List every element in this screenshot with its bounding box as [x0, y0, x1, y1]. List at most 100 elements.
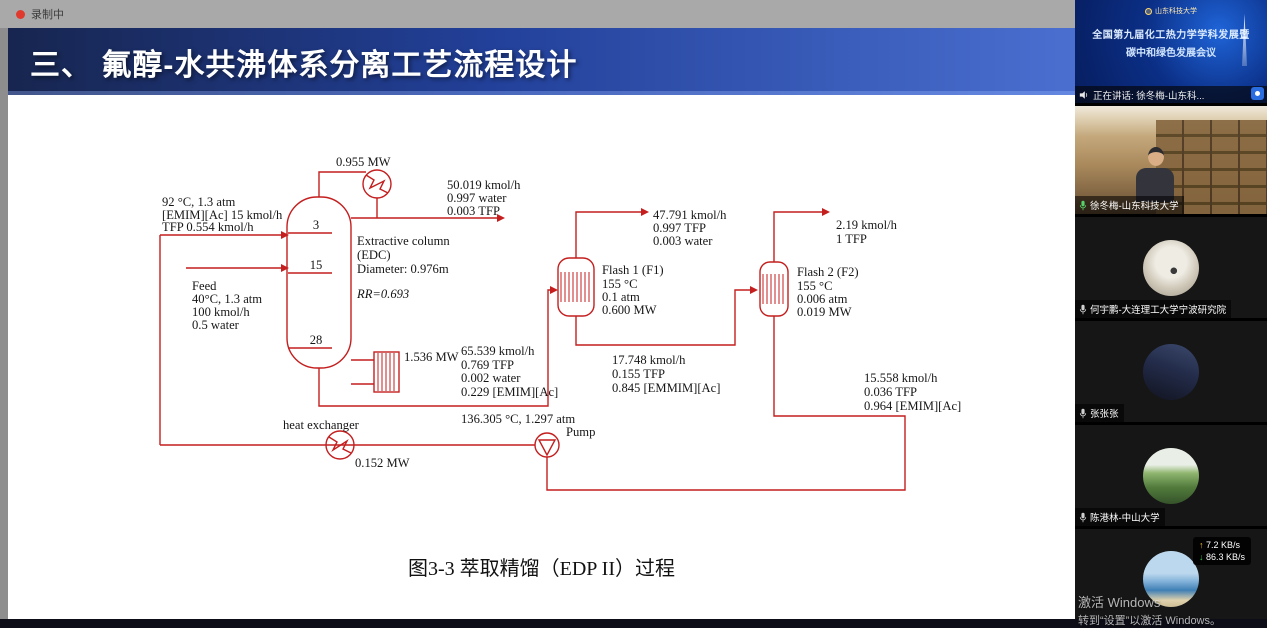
mic-icon: [1079, 512, 1087, 522]
avatar: [1143, 447, 1199, 504]
recording-bar: 录制中: [0, 0, 1075, 28]
signal-icon[interactable]: [1251, 87, 1264, 100]
lbl-heat-exchanger: heat exchanger: [283, 418, 360, 432]
pump-icon: [534, 432, 560, 458]
lbl-flash1-title: Flash 1 (F1): [602, 263, 664, 277]
figure-caption: 图3-3 萃取精馏（EDP II）过程: [407, 558, 676, 580]
speaker-face: [1147, 147, 1164, 167]
participant-video-tile[interactable]: ↑ 7.2 KB/s ↓ 86.3 KB/s: [1075, 529, 1267, 628]
avatar: [1143, 343, 1199, 400]
participant-name: 徐冬梅-山东科技大学: [1090, 201, 1179, 212]
participant-name-tag: 张张张: [1075, 404, 1124, 422]
lbl-stage-28: 28: [310, 333, 323, 347]
lbl-solvent-3: TFP 0.554 kmol/h: [162, 220, 254, 234]
lbl-flash1-top-3: 0.003 water: [653, 234, 713, 248]
banner-title-line2: 碳中和绿色发展会议: [1126, 48, 1216, 59]
network-up: ↑ 7.2 KB/s: [1199, 539, 1245, 551]
network-down: ↓ 86.3 KB/s: [1199, 551, 1245, 563]
lbl-flash2-pres: 0.006 atm: [797, 292, 848, 306]
download-arrow-icon: ↓: [1198, 552, 1204, 562]
lbl-heat-exchanger-duty: 0.152 MW: [355, 456, 410, 470]
avatar: [1143, 550, 1199, 607]
participant-name: 张张张: [1090, 409, 1119, 420]
vessel-hatching: [377, 272, 784, 391]
lbl-column-rr: RR=0.693: [356, 287, 409, 301]
participant-video-tile[interactable]: 何宇鹏-大连理工大学宁波研究院: [1075, 217, 1267, 318]
lbl-reboiler-duty: 1.536 MW: [404, 350, 459, 364]
pipes: [159, 169, 906, 491]
active-speaker-text: 正在讲话: 徐冬梅-山东科...: [1093, 90, 1205, 102]
speaker-body: [1136, 167, 1175, 202]
conference-banner-tile[interactable]: 山东科技大学 全国第九届化工热力学学科发展暨 碳中和绿色发展会议 正在讲话: 徐…: [1075, 0, 1267, 103]
flash2-vessel: [759, 261, 789, 317]
mic-icon: [1079, 304, 1087, 314]
screen-share-area: 录制中 三、 氟醇-水共沸体系分离工艺流程设计: [0, 0, 1075, 628]
lbl-flash1-top-1: 47.791 kmol/h: [653, 208, 727, 222]
lbl-column-diameter: Diameter: 0.976m: [357, 262, 449, 276]
process-flow-diagram: 92 °C, 1.3 atm [EMIM][Ac] 15 kmol/h TFP …: [159, 155, 961, 491]
participant-video-tile[interactable]: 徐冬梅-山东科技大学: [1075, 106, 1267, 214]
windows-activation-watermark: 激活 Windows 转到“设置”以激活 Windows。: [1078, 592, 1221, 628]
lbl-bottoms-5: 136.305 °C, 1.297 atm: [461, 412, 575, 426]
slide-title: 三、 氟醇-水共沸体系分离工艺流程设计: [30, 49, 578, 82]
network-speed-badge: ↑ 7.2 KB/s ↓ 86.3 KB/s: [1192, 537, 1251, 565]
participant-video-tile[interactable]: 陈港林-中山大学: [1075, 425, 1267, 526]
lbl-flash1-top-2: 0.997 TFP: [653, 221, 706, 235]
lbl-stage-15: 15: [310, 258, 323, 272]
lbl-top-product-3: 0.003 TFP: [447, 204, 500, 218]
lbl-top-product-1: 50.019 kmol/h: [447, 178, 521, 192]
participant-name-tag: 何宇鹏-大连理工大学宁波研究院: [1075, 300, 1232, 318]
lbl-flash1-bottom-2: 0.155 TFP: [612, 367, 665, 381]
participant-name: 陈港林-中山大学: [1090, 513, 1160, 524]
participants-sidebar: 山东科技大学 全国第九届化工热力学学科发展暨 碳中和绿色发展会议 正在讲话: 徐…: [1075, 0, 1267, 628]
lbl-flash2-bottom-1: 15.558 kmol/h: [864, 371, 938, 385]
lbl-column-name-1: Extractive column: [357, 234, 450, 248]
download-speed: 86.3 KB/s: [1205, 552, 1245, 562]
banner-logo: 山东科技大学: [1075, 6, 1267, 16]
lbl-bottoms-1: 65.539 kmol/h: [461, 344, 535, 358]
lbl-flash2-top-2: 1 TFP: [836, 232, 867, 246]
lbl-solvent-2: [EMIM][Ac] 15 kmol/h: [162, 208, 283, 222]
speaker-icon: [1079, 90, 1088, 99]
lbl-stage-3: 3: [313, 218, 319, 232]
upload-speed: 7.2 KB/s: [1205, 540, 1240, 550]
lbl-flash2-bottom-3: 0.964 [EMIM][Ac]: [864, 399, 961, 413]
university-emblem-icon: [1145, 7, 1152, 15]
lbl-flash1-duty: 0.600 MW: [602, 303, 657, 317]
lbl-column-name-2: (EDC): [357, 248, 391, 262]
flow-arrows: [281, 208, 830, 294]
lbl-flash1-pres: 0.1 atm: [602, 290, 640, 304]
reboiler-icon: [373, 351, 400, 393]
lbl-feed-2: 40°C, 1.3 atm: [192, 292, 262, 306]
participant-name-tag: 陈港林-中山大学: [1075, 508, 1165, 526]
diagram-labels: 92 °C, 1.3 atm [EMIM][Ac] 15 kmol/h TFP …: [162, 155, 961, 470]
lbl-top-product-2: 0.997 water: [447, 191, 507, 205]
mic-icon: [1079, 200, 1087, 210]
lbl-flash2-temp: 155 °C: [797, 279, 832, 293]
lbl-bottoms-2: 0.769 TFP: [461, 358, 514, 372]
upload-arrow-icon: ↑: [1198, 540, 1204, 550]
participant-name-tag: 徐冬梅-山东科技大学: [1075, 196, 1184, 214]
lbl-flash2-title: Flash 2 (F2): [797, 265, 859, 279]
tower-graphic: [1242, 14, 1247, 66]
mic-icon: [1079, 408, 1087, 418]
participant-video-tile[interactable]: 张张张: [1075, 321, 1267, 422]
lbl-feed-4: 0.5 water: [192, 318, 240, 332]
watermark-line1: 激活 Windows: [1078, 595, 1161, 610]
lbl-feed-1: Feed: [192, 279, 217, 293]
banner-logo-text: 山东科技大学: [1155, 8, 1197, 15]
lbl-flash1-temp: 155 °C: [602, 277, 637, 291]
window-bottom-edge: [0, 619, 1267, 628]
heat-exchanger-icon: [325, 430, 355, 460]
lbl-bottoms-4: 0.229 [EMIM][Ac]: [461, 385, 558, 399]
lbl-solvent-1: 92 °C, 1.3 atm: [162, 195, 235, 209]
lbl-flash2-duty: 0.019 MW: [797, 305, 852, 319]
slide-title-bar: 三、 氟醇-水共沸体系分离工艺流程设计: [8, 28, 1075, 95]
lbl-condenser-duty: 0.955 MW: [336, 155, 391, 169]
participant-name: 何宇鹏-大连理工大学宁波研究院: [1090, 305, 1227, 316]
lbl-feed-3: 100 kmol/h: [192, 305, 250, 319]
banner-title-line1: 全国第九届化工热力学学科发展暨: [1092, 30, 1250, 41]
lbl-flash1-bottom-1: 17.748 kmol/h: [612, 353, 686, 367]
lbl-pump: Pump: [566, 425, 595, 439]
